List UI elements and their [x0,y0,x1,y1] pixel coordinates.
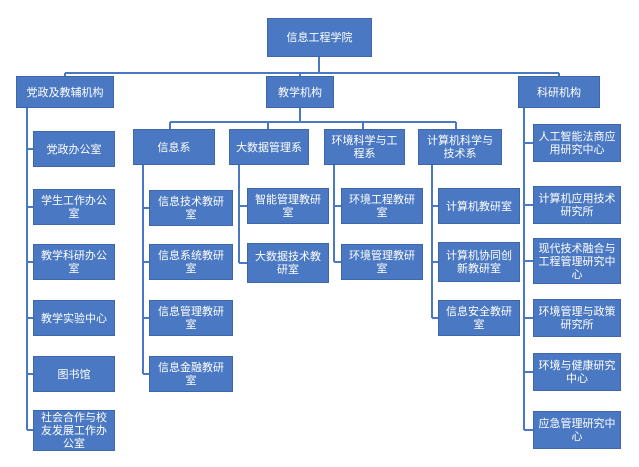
teaching-office-item: 环境工程教研室 [341,188,423,224]
party-item: 图书馆 [33,356,115,392]
research-item: 环境与健康研究中心 [533,353,621,391]
teaching-office-item: 计算机教研室 [438,188,520,224]
party-item: 社会合作与校友发展工作办公室 [33,410,115,451]
connector-dept-2 [238,165,247,264]
department-node: 计算机科学与技术系 [418,129,502,165]
connector-teaching [169,108,457,129]
branch-party-node: 党政及教辅机构 [16,76,114,108]
party-item: 学生工作办公室 [33,189,115,225]
teaching-office-item: 信息安全教研室 [438,300,520,336]
connector-dept-3 [333,165,341,263]
research-item: 人工智能法商应用研究中心 [533,124,621,162]
teaching-office-item: 信息技术教研室 [149,190,233,226]
research-item: 应急管理研究中心 [533,411,621,449]
research-item: 现代技术融合与工程管理研究中心 [533,238,621,284]
connector-dept-1 [142,165,149,375]
party-item: 教学实验中心 [33,300,115,336]
root-node: 信息工程学院 [267,18,372,57]
connector-research [523,108,533,431]
research-item: 环境管理与政策研究所 [533,299,621,337]
research-item: 计算机应用技术研究所 [533,186,621,224]
teaching-office-item: 计算机协同创新教研室 [438,242,520,282]
department-node: 环境科学与工程系 [324,129,405,165]
branch-research-node: 科研机构 [518,76,600,108]
connector-party [26,108,33,431]
teaching-office-item: 大数据技术教研室 [247,243,329,283]
department-node: 信息系 [133,129,215,165]
teaching-office-item: 智能管理教研室 [247,188,329,224]
department-node: 大数据管理系 [229,129,309,165]
party-item: 党政办公室 [33,131,115,167]
teaching-office-item: 环境管理教研室 [341,244,423,280]
connector-root [64,57,560,76]
teaching-office-item: 信息系统教研室 [149,244,233,280]
branch-teaching-node: 教学机构 [266,76,334,108]
teaching-office-item: 信息金融教研室 [149,356,233,392]
party-item: 教学科研办公室 [33,244,115,280]
connector-dept-4 [431,165,438,319]
teaching-office-item: 信息管理教研室 [149,300,233,336]
